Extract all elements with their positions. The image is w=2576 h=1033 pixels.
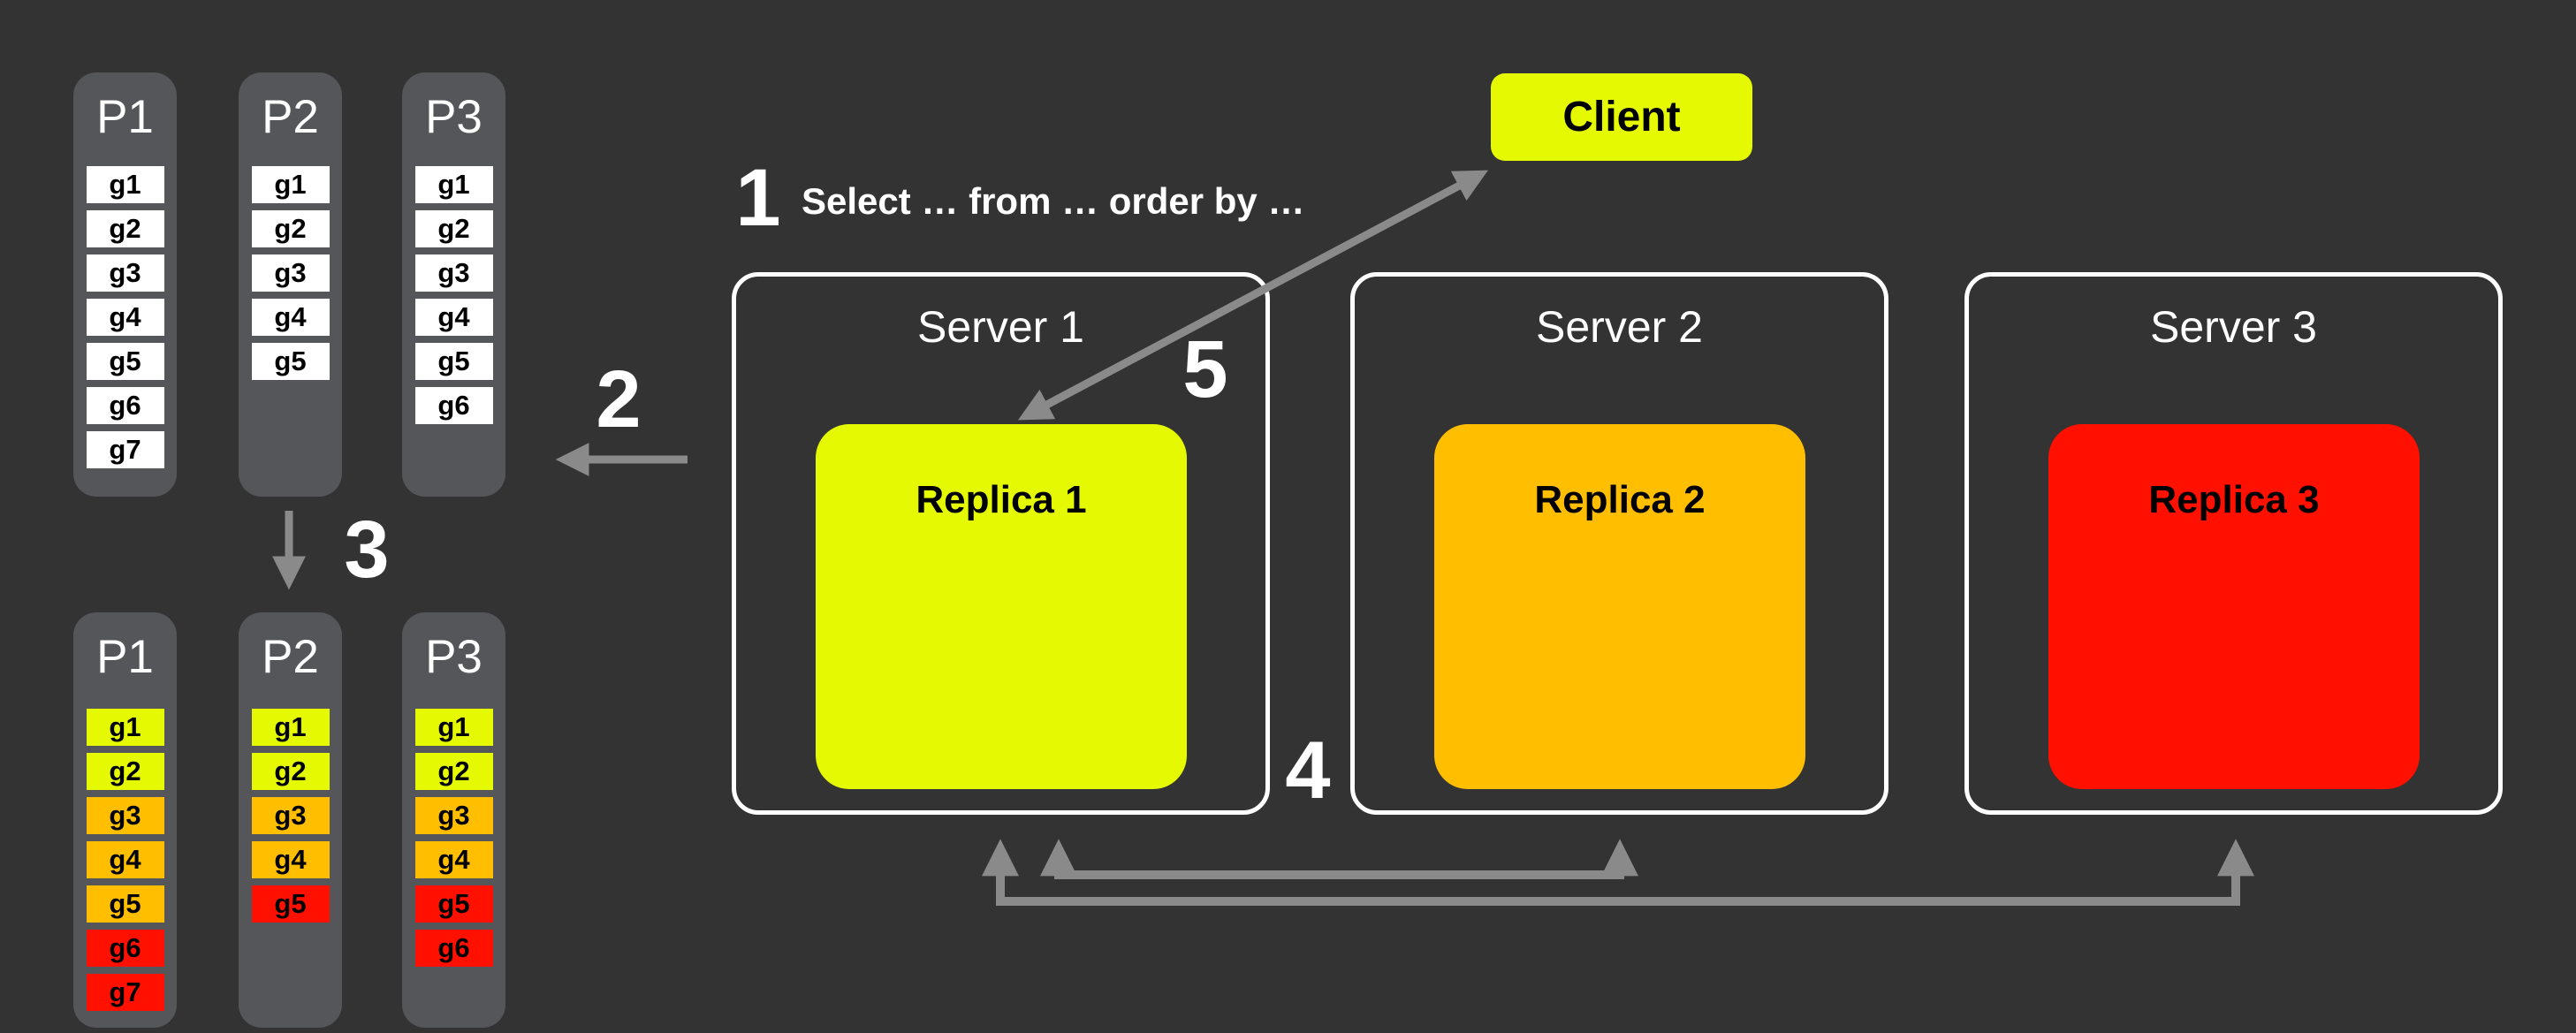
server-box-2: Server 2 Replica 2	[1350, 272, 1888, 815]
client-box: Client	[1491, 73, 1752, 161]
replica-label: Replica 1	[916, 478, 1087, 521]
arrow-sync-server1-server2-icon	[1040, 839, 1638, 879]
group-item-g1: g1	[251, 709, 330, 746]
group-item-g2: g2	[86, 210, 164, 247]
group-item-list: g1 g2 g3 g4 g5	[251, 709, 330, 923]
group-item-g2: g2	[251, 210, 330, 247]
group-item-list: g1 g2 g3 g4 g5 g6	[414, 166, 493, 424]
query-text: Select … from … order by …	[802, 180, 1305, 222]
partition-before-p3: P3 g1 g2 g3 g4 g5 g6	[402, 72, 505, 497]
partition-label: P1	[96, 91, 154, 143]
arrow-sync-server1-server3-icon	[982, 839, 2254, 906]
group-item-g2: g2	[414, 210, 493, 247]
group-item-g4: g4	[86, 299, 164, 336]
step-1-label: 1	[735, 153, 781, 243]
replica-label: Replica 2	[1534, 478, 1706, 521]
replica-box-1: Replica 1	[816, 424, 1187, 789]
partition-label: P1	[96, 631, 154, 683]
group-item-g6: g6	[414, 387, 493, 424]
group-item-g3: g3	[86, 797, 164, 834]
step-3-label: 3	[344, 505, 390, 595]
replica-box-2: Replica 2	[1434, 424, 1805, 789]
server-box-3: Server 3 Replica 3	[1964, 272, 2503, 815]
group-item-g7: g7	[86, 974, 164, 1011]
partition-after-p3: P3 g1 g2 g3 g4 g5 g6	[402, 612, 505, 1028]
partition-label: P2	[262, 91, 319, 143]
arrow-client-replica-icon	[1017, 170, 1489, 421]
group-item-g5: g5	[86, 885, 164, 923]
group-item-g3: g3	[251, 797, 330, 834]
group-item-list: g1 g2 g3 g4 g5 g6 g7	[86, 709, 164, 1011]
partition-after-p2: P2 g1 g2 g3 g4 g5	[239, 612, 342, 1028]
server-label: Server 2	[1536, 302, 1703, 352]
group-item-list: g1 g2 g3 g4 g5	[251, 166, 330, 380]
group-item-g4: g4	[251, 841, 330, 878]
group-item-g1: g1	[414, 166, 493, 203]
partition-label: P2	[262, 631, 319, 683]
group-item-g5: g5	[251, 885, 330, 923]
group-item-g3: g3	[86, 254, 164, 292]
group-item-g6: g6	[86, 387, 164, 424]
step-2-label: 2	[596, 354, 642, 444]
group-item-g5: g5	[414, 343, 493, 380]
group-item-g1: g1	[414, 709, 493, 746]
partition-before-p2: P2 g1 g2 g3 g4 g5	[239, 72, 342, 497]
partition-before-p1: P1 g1 g2 g3 g4 g5 g6 g7	[73, 72, 177, 497]
server-label: Server 3	[2150, 302, 2317, 352]
group-item-g6: g6	[414, 930, 493, 967]
group-item-g2: g2	[251, 753, 330, 790]
step-5-label: 5	[1182, 324, 1228, 414]
group-item-g4: g4	[251, 299, 330, 336]
group-item-g3: g3	[414, 797, 493, 834]
partition-label: P3	[425, 91, 483, 143]
step-4-label: 4	[1285, 725, 1331, 816]
partition-after-p1: P1 g1 g2 g3 g4 g5 g6 g7	[73, 612, 177, 1028]
group-item-g4: g4	[86, 841, 164, 878]
group-item-g2: g2	[414, 753, 493, 790]
group-item-g5: g5	[414, 885, 493, 923]
client-label: Client	[1562, 94, 1681, 141]
group-item-g3: g3	[414, 254, 493, 292]
group-item-g1: g1	[251, 166, 330, 203]
replica-box-3: Replica 3	[2048, 424, 2420, 789]
replica-label: Replica 3	[2148, 478, 2320, 521]
group-item-g1: g1	[86, 166, 164, 203]
group-item-list: g1 g2 g3 g4 g5 g6	[414, 709, 493, 967]
group-item-g5: g5	[86, 343, 164, 380]
group-item-g7: g7	[86, 431, 164, 468]
group-item-g4: g4	[414, 841, 493, 878]
group-item-g2: g2	[86, 753, 164, 790]
group-item-list: g1 g2 g3 g4 g5 g6 g7	[86, 166, 164, 468]
group-item-g1: g1	[86, 709, 164, 746]
group-item-g5: g5	[251, 343, 330, 380]
partition-label: P3	[425, 631, 483, 683]
group-item-g6: g6	[86, 930, 164, 967]
group-item-g4: g4	[414, 299, 493, 336]
group-item-g3: g3	[251, 254, 330, 292]
